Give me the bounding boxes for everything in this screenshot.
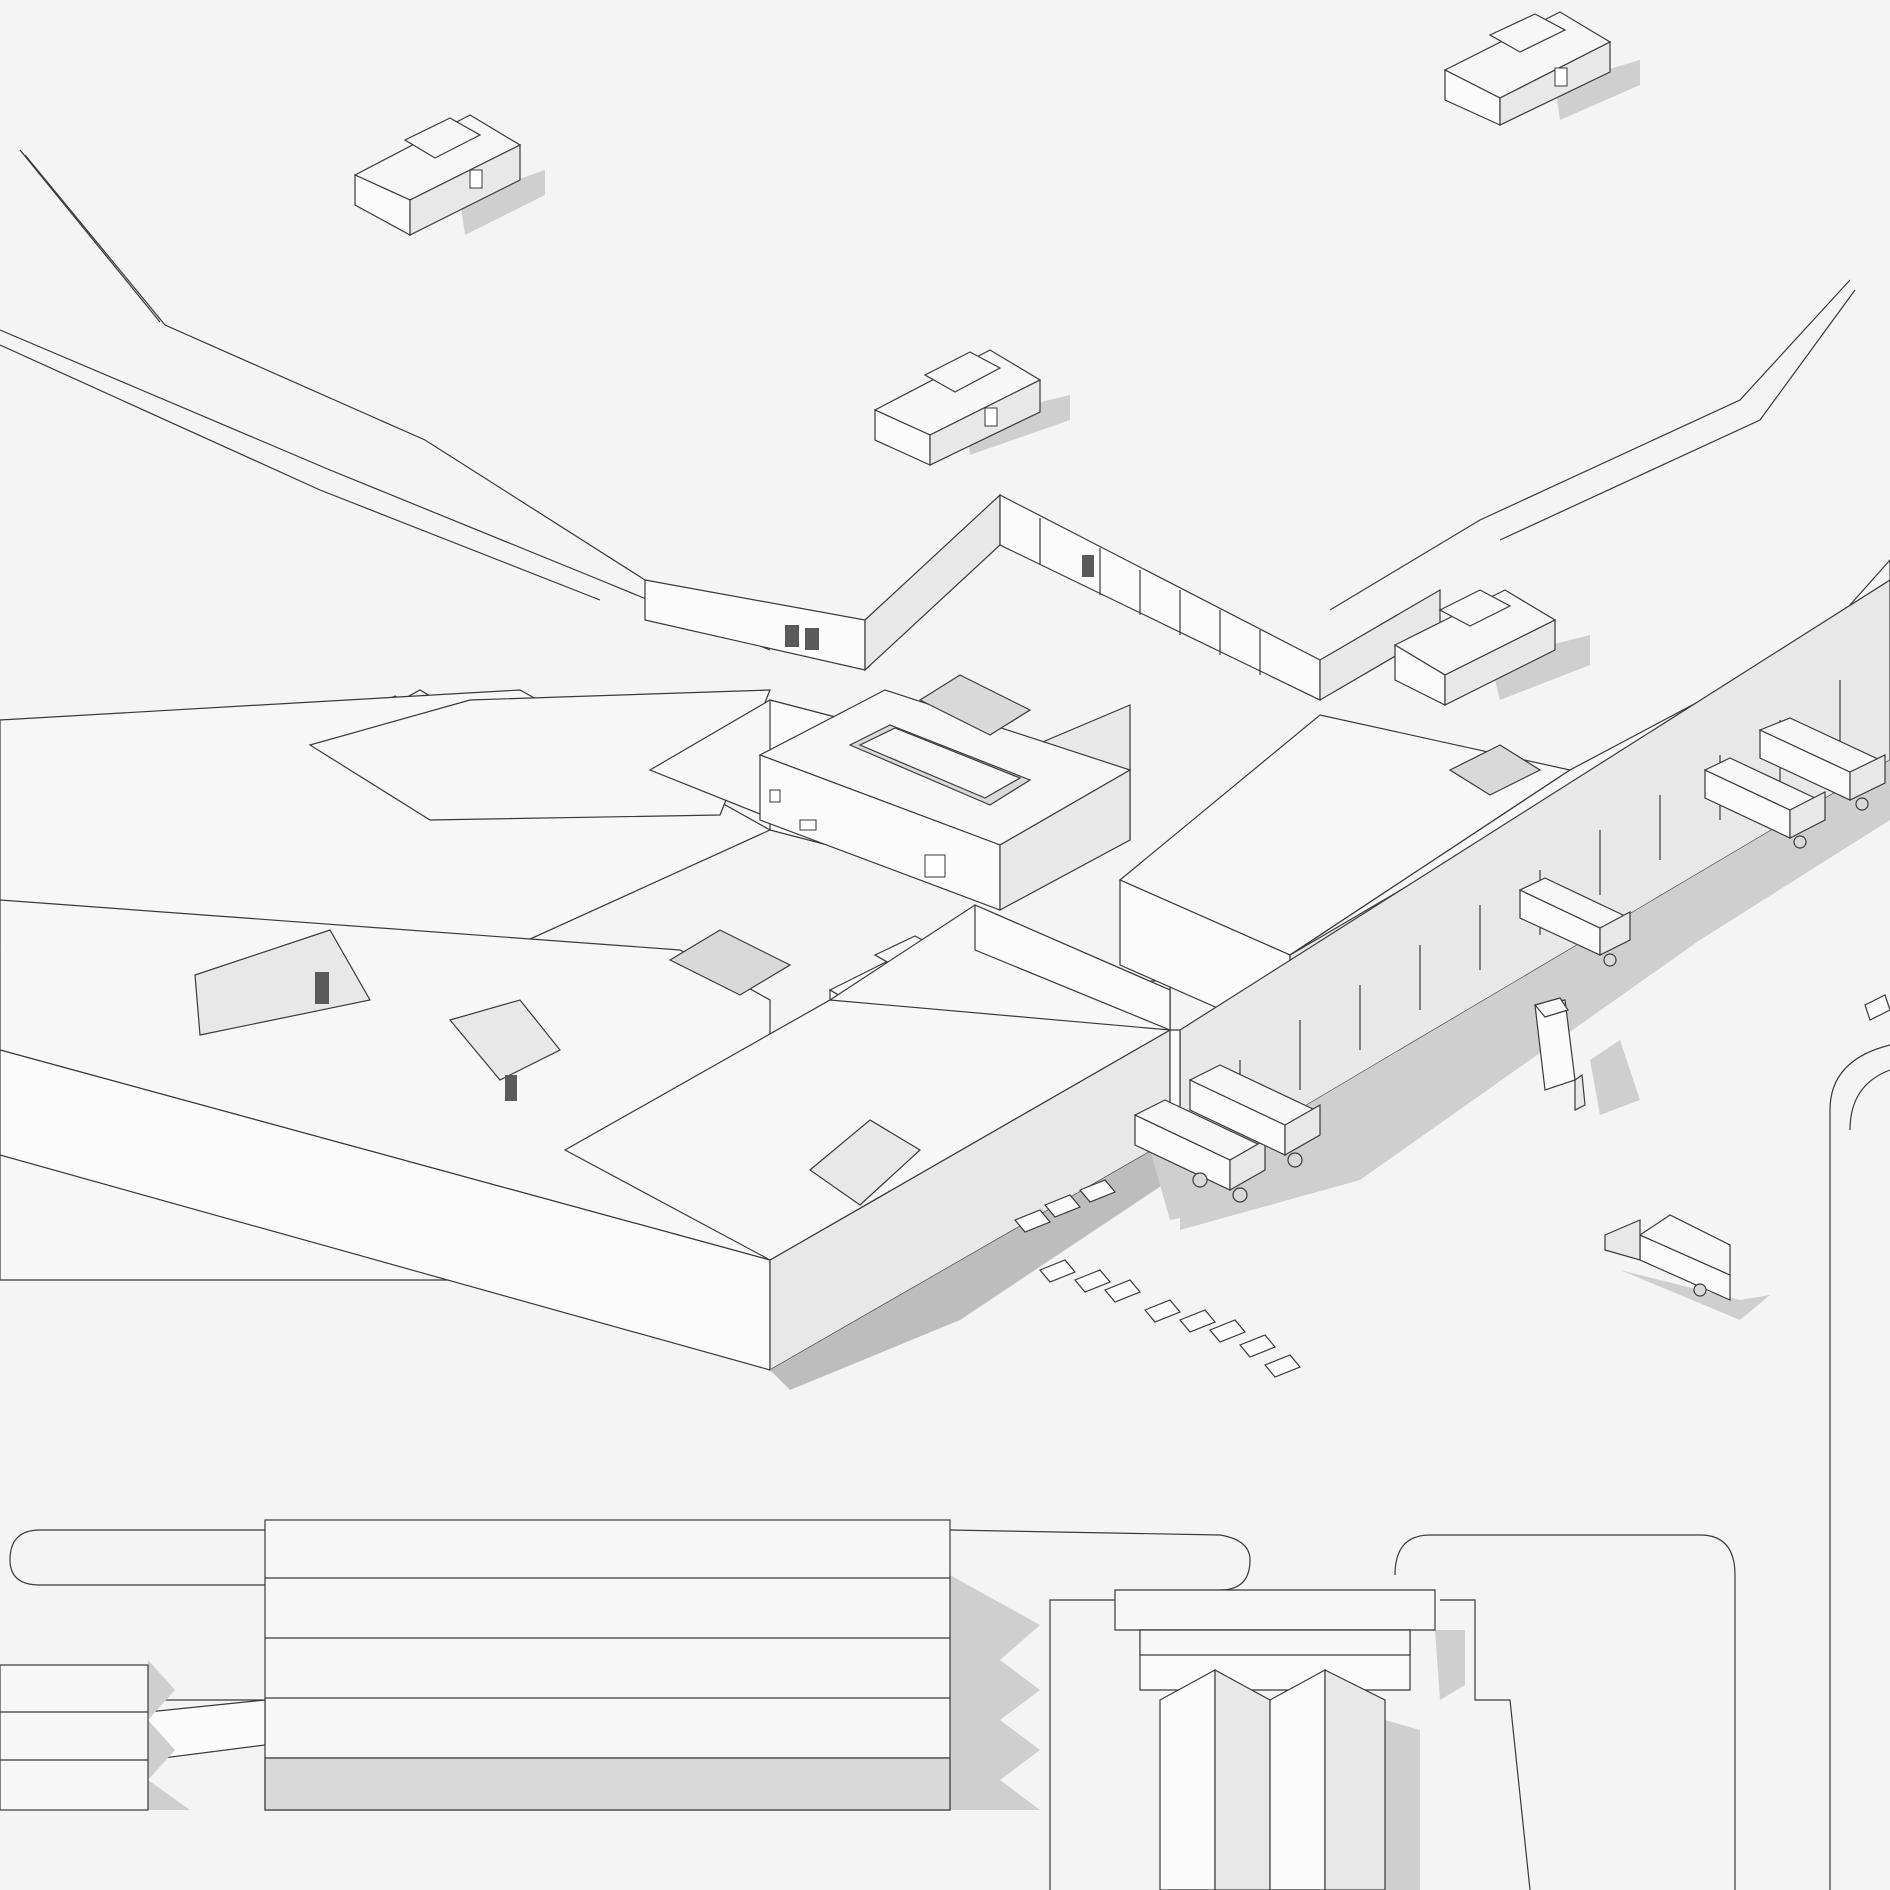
truck-7 [1604,1214,1770,1320]
parked-cars [1014,994,1890,1378]
pavilion-6 [1393,589,1590,706]
truck-6 [1533,997,1640,1115]
access-road [1829,1044,1890,1890]
truck-5 [1758,717,1886,811]
truck-2 [1188,1064,1321,1168]
bottom-warehouses [0,1519,1736,1890]
retaining-wall-bays [644,493,1441,702]
main-complex [0,559,1890,1390]
truck-3 [1518,877,1631,967]
truck-4 [1703,757,1826,849]
trucks [1133,717,1886,1320]
pavilion-2 [873,349,1070,466]
truck-1 [1133,1099,1270,1220]
pavilion-1 [353,114,545,237]
pavilion-3 [1443,11,1640,126]
